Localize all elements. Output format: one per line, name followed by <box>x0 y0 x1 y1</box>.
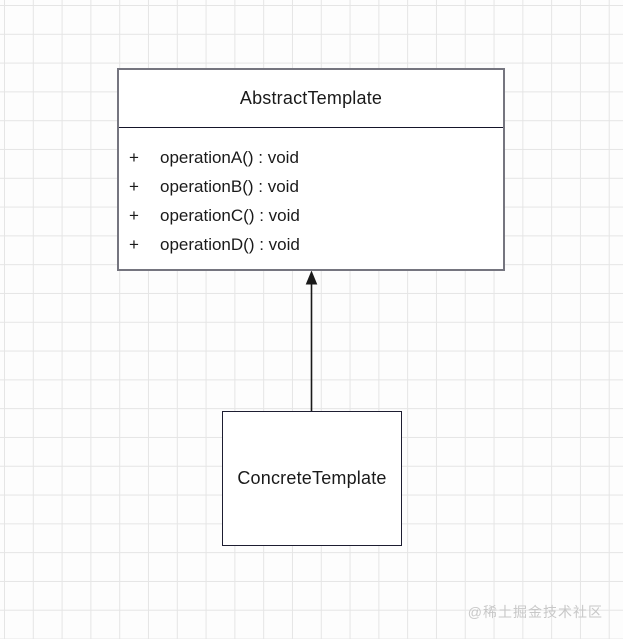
method-signature: operationD() : void <box>160 235 300 254</box>
method-row: + operationB() : void <box>119 172 503 201</box>
method-row: + operationC() : void <box>119 201 503 230</box>
class-name-abstract-template: AbstractTemplate <box>119 70 503 128</box>
method-signature: operationA() : void <box>160 148 299 167</box>
method-visibility: + <box>129 177 139 196</box>
method-signature: operationC() : void <box>160 206 300 225</box>
class-box-concrete-template[interactable]: ConcreteTemplate <box>222 411 402 546</box>
class-box-abstract-template[interactable]: AbstractTemplate + operationA() : void + o… <box>117 68 505 271</box>
method-row: + operationD() : void <box>119 230 503 259</box>
arrowhead-icon[interactable] <box>305 270 318 285</box>
method-row: + operationA() : void <box>119 143 503 172</box>
method-visibility: + <box>129 235 139 254</box>
watermark: @稀土掘金技术社区 <box>467 604 603 620</box>
class-name-concrete-template: ConcreteTemplate <box>237 468 387 488</box>
methods-compartment: + operationA() : void + operationB() : voi… <box>119 128 503 259</box>
method-visibility: + <box>129 206 139 225</box>
method-visibility: + <box>129 148 139 167</box>
method-signature: operationB() : void <box>160 177 299 196</box>
